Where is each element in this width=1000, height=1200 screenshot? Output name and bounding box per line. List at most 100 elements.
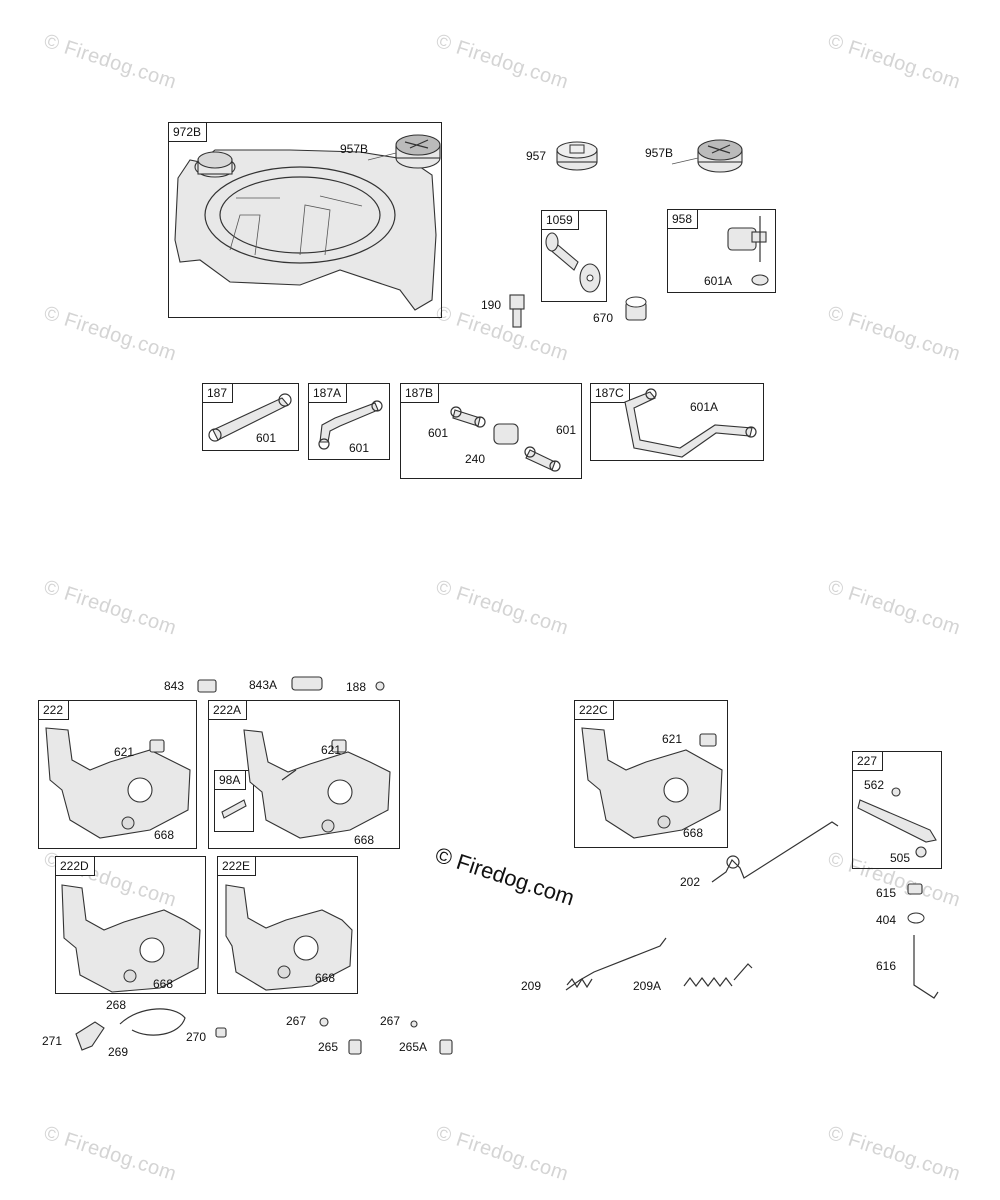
callout-668: 668 <box>683 826 704 840</box>
callout-615: 615 <box>876 886 897 900</box>
clip <box>291 676 323 691</box>
callout-957B: 957B <box>340 142 369 156</box>
callout-621: 621 <box>321 743 342 757</box>
box-label: 187 <box>202 383 234 403</box>
callout-209A: 209A <box>633 979 662 993</box>
callout-240: 240 <box>465 452 486 466</box>
bolt-washer <box>545 232 601 293</box>
box-label: 187C <box>590 383 630 403</box>
callout-601: 601 <box>428 426 449 440</box>
callout-190: 190 <box>481 298 502 312</box>
callout-670: 670 <box>593 311 614 325</box>
callout-668: 668 <box>153 977 174 991</box>
callout-668: 668 <box>315 971 336 985</box>
spring <box>565 937 667 991</box>
box-label: 98A <box>214 770 247 790</box>
callout-562: 562 <box>864 778 885 792</box>
screw <box>319 1017 329 1027</box>
box-187C: 187C <box>590 383 764 461</box>
callout-271: 271 <box>42 1034 63 1048</box>
box-label: 972B <box>168 122 208 142</box>
callout-616: 616 <box>876 959 897 973</box>
bracket <box>45 727 191 839</box>
washer <box>907 912 925 924</box>
callout-267: 267 <box>286 1014 307 1028</box>
callout-269: 269 <box>108 1045 129 1059</box>
box-187B: 187B <box>400 383 582 479</box>
callout-621: 621 <box>114 745 135 759</box>
callout-188: 188 <box>346 680 367 694</box>
box-222E: 222E <box>217 856 358 994</box>
callout-268: 268 <box>106 998 127 1012</box>
fuel-valve <box>727 216 769 286</box>
callout-267: 267 <box>380 1014 401 1028</box>
spring <box>683 963 753 987</box>
callout-265: 265 <box>318 1040 339 1054</box>
callout-843: 843 <box>164 679 185 693</box>
clip <box>439 1039 453 1055</box>
callout-601: 601 <box>256 431 277 445</box>
box-958: 958 <box>667 209 776 293</box>
fitting <box>509 294 525 328</box>
callout-404: 404 <box>876 913 897 927</box>
box-label: 222D <box>55 856 95 876</box>
throttle-cable <box>75 1008 227 1051</box>
box-222D: 222D <box>55 856 206 994</box>
box-972B: 972B <box>168 122 442 318</box>
clip <box>197 679 217 693</box>
box-label: 222E <box>217 856 257 876</box>
rod <box>913 935 939 999</box>
callout-601: 601 <box>349 441 370 455</box>
callout-601: 601 <box>556 423 577 437</box>
lever <box>857 787 937 858</box>
box-222C: 222C <box>574 700 728 848</box>
fuel-hose <box>624 388 757 458</box>
box-222A: 222A <box>208 700 400 849</box>
box-227: 227 <box>852 751 942 869</box>
box-187: 187 <box>202 383 299 451</box>
callout-843A: 843A <box>249 678 278 692</box>
fuel-hose <box>318 400 383 450</box>
callout-957: 957 <box>526 149 547 163</box>
fuel-hose <box>208 393 292 442</box>
bracket <box>221 729 391 839</box>
callout-202: 202 <box>680 875 701 889</box>
fuel-cap <box>556 141 598 171</box>
callout-601A: 601A <box>690 400 719 414</box>
callout-668: 668 <box>354 833 375 847</box>
clip <box>348 1039 362 1055</box>
callout-209: 209 <box>521 979 542 993</box>
callout-505: 505 <box>890 851 911 865</box>
box-label: 958 <box>667 209 699 229</box>
box-98A: 98A <box>214 770 254 832</box>
box-label: 222C <box>574 700 614 720</box>
fuel-tank <box>174 149 437 311</box>
screw <box>410 1020 418 1028</box>
box-label: 227 <box>852 751 884 771</box>
screw <box>375 681 385 691</box>
bracket <box>581 727 723 839</box>
box-label: 222 <box>38 700 70 720</box>
box-1059: 1059 <box>541 210 607 302</box>
box-label: 187B <box>400 383 440 403</box>
spacer <box>625 296 647 321</box>
fuel-filter <box>450 406 561 472</box>
callout-668: 668 <box>154 828 175 842</box>
callout-265A: 265A <box>399 1040 428 1054</box>
governor-link <box>711 821 839 883</box>
box-187A: 187A <box>308 383 390 460</box>
callout-621: 621 <box>662 732 683 746</box>
bracket <box>61 884 201 993</box>
callout-601A: 601A <box>704 274 733 288</box>
box-label: 187A <box>308 383 348 403</box>
fuel-cap <box>671 139 743 173</box>
fuel-cap <box>367 134 441 169</box>
callout-957B: 957B <box>645 146 674 160</box>
bracket <box>225 884 353 991</box>
box-label: 1059 <box>541 210 579 230</box>
nut <box>907 883 923 895</box>
box-222: 222 <box>38 700 197 849</box>
callout-270: 270 <box>186 1030 207 1044</box>
box-label: 222A <box>208 700 248 720</box>
